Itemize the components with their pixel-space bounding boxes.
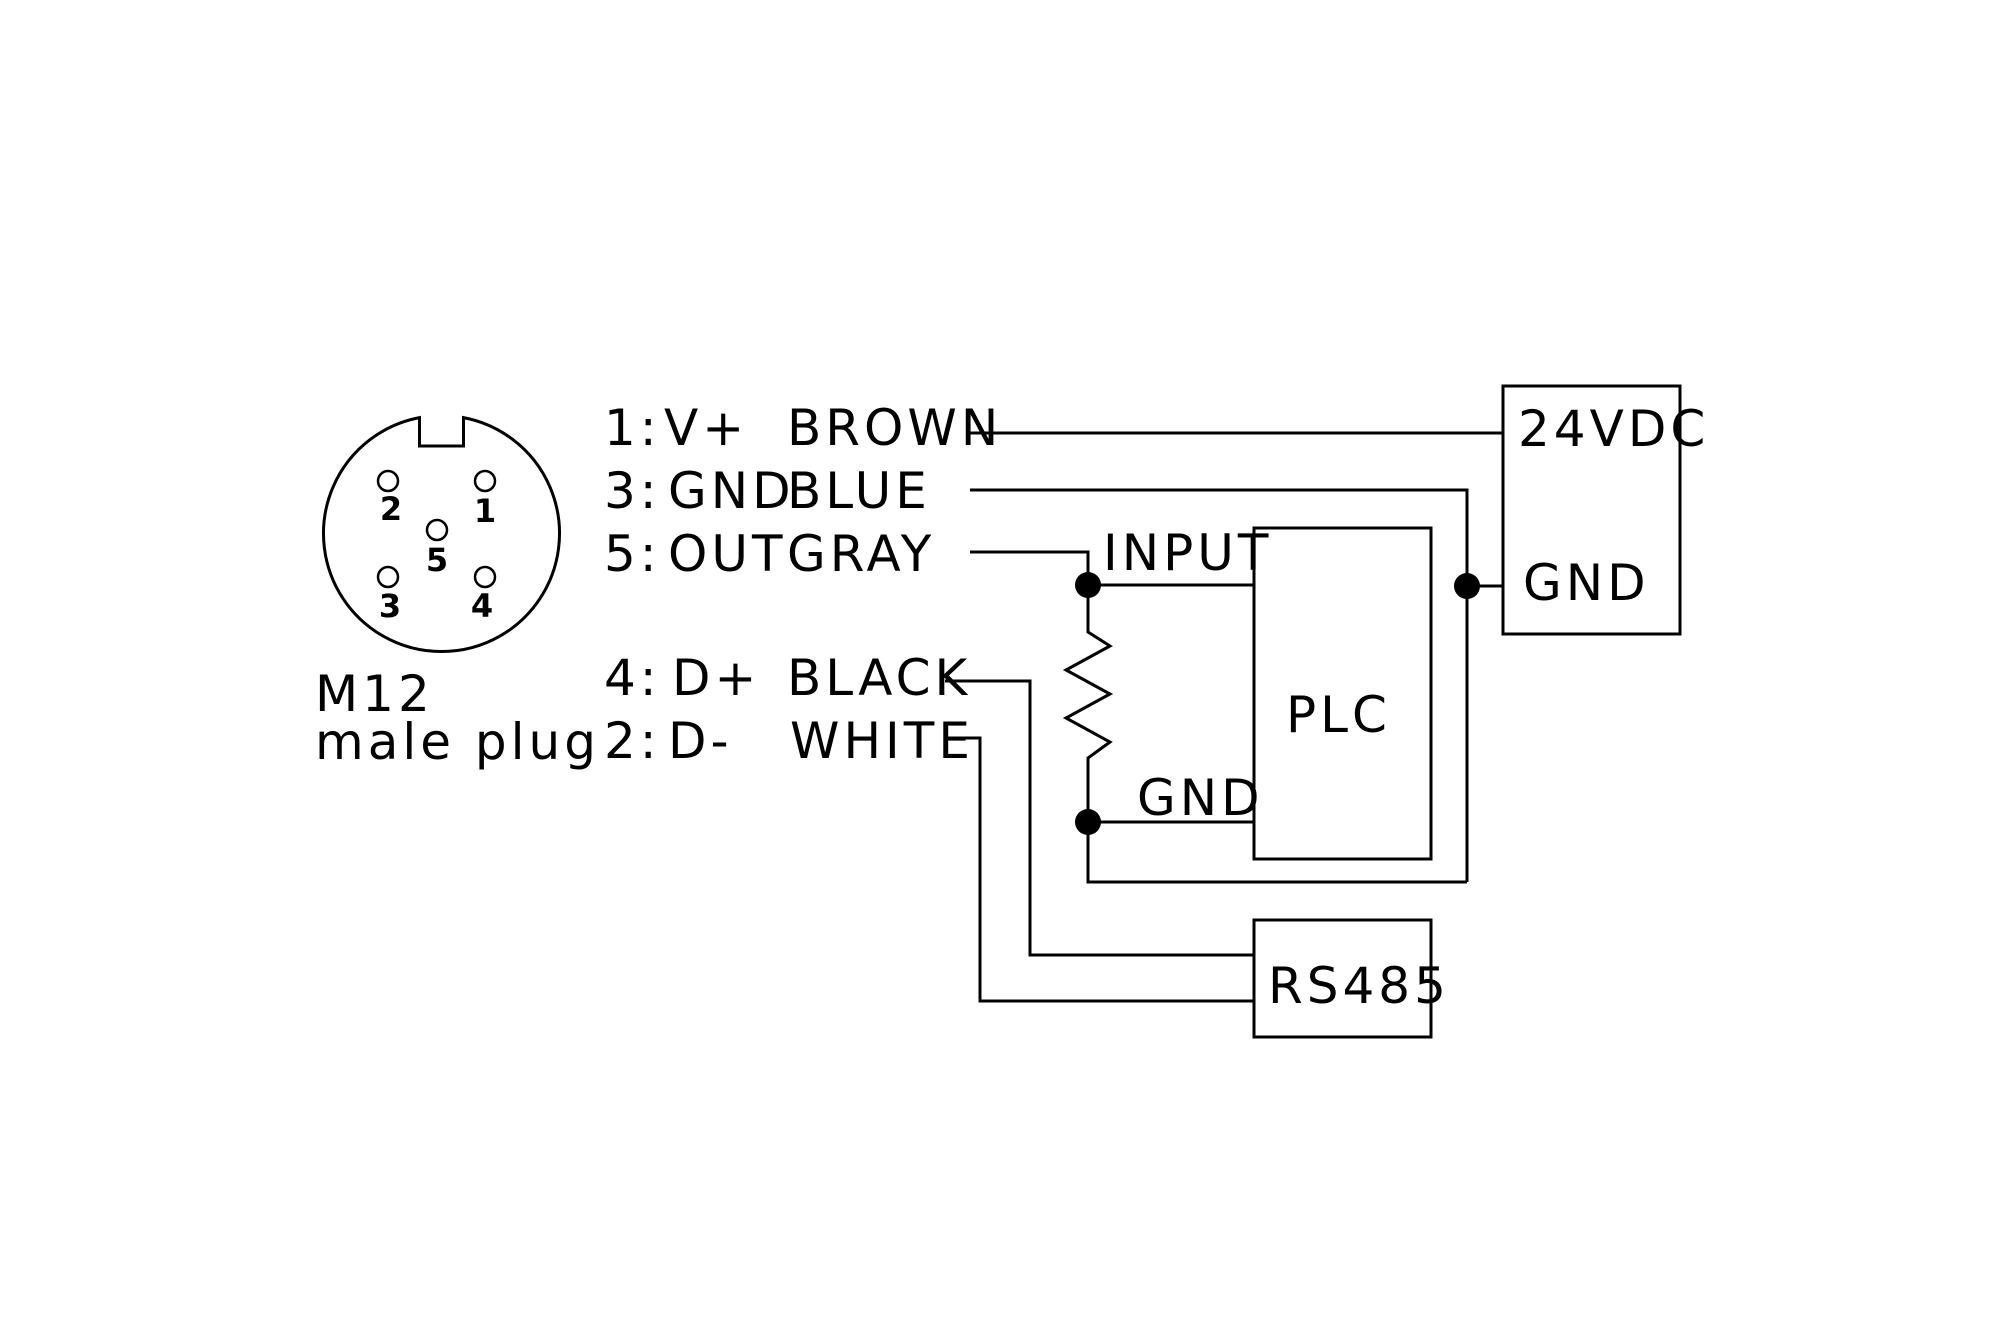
wire-gnd-return	[1086, 822, 1467, 884]
pin-3-socket	[376, 565, 400, 589]
wiring	[945, 431, 1503, 1003]
wire-1-signal: V+	[664, 399, 748, 457]
wire-5-signal: OUT	[668, 525, 787, 583]
power-supply-box	[1501, 384, 1682, 636]
connector-label-desc: male plug	[315, 713, 600, 771]
wire-gray	[970, 550, 1090, 585]
wire-3-pin: 3:	[604, 462, 661, 520]
pin-2-number: 2	[380, 490, 402, 528]
wire-black	[945, 679, 1254, 957]
plc-gnd-label: GND	[1137, 769, 1264, 827]
wire-1-color: BROWN	[787, 399, 1002, 457]
pin-5-socket	[425, 518, 449, 542]
pin-5-number: 5	[426, 541, 448, 579]
plc-block: PLC INPUT GND	[1103, 524, 1433, 861]
junction-input	[1075, 572, 1101, 598]
wire-2-pin: 2:	[604, 712, 661, 770]
power-supply-block: 24VDC GND	[1501, 384, 1709, 636]
wire-3-color: BLUE	[787, 462, 931, 520]
plc-label: PLC	[1286, 686, 1391, 744]
wire-white	[945, 736, 1254, 1003]
wire-3-signal: GND	[668, 462, 795, 520]
junction-power-gnd	[1454, 573, 1480, 599]
pin-4-socket	[473, 565, 497, 589]
wire-2-signal: D-	[668, 712, 733, 770]
pin-3-number: 3	[379, 587, 401, 625]
connector-outline	[322, 415, 561, 654]
load-resistor	[1062, 585, 1114, 822]
rs485-box	[1252, 918, 1433, 1039]
plc-box	[1252, 526, 1433, 861]
plc-input-label: INPUT	[1103, 524, 1272, 582]
wire-1-pin: 1:	[604, 399, 661, 457]
power-supply-gnd-label: GND	[1523, 554, 1650, 612]
rs485-label: RS485	[1268, 957, 1450, 1015]
wire-blue	[970, 488, 1469, 882]
rs485-block: RS485	[1252, 918, 1450, 1039]
m12-connector: 1 2 5 3 4 M12 male plug	[315, 415, 600, 771]
wire-4-color: BLACK	[787, 649, 971, 707]
junction-plc-gnd	[1075, 809, 1101, 835]
pin-1-socket	[473, 469, 497, 493]
wire-5-pin: 5:	[604, 525, 661, 583]
wire-2-color: WHITE	[790, 712, 974, 770]
wire-4-pin: 4:	[604, 649, 661, 707]
pin-1-number: 1	[474, 492, 496, 530]
wire-legend: 1: V+ BROWN 3: GND BLUE 5: OUT GRAY 4: D…	[604, 399, 1002, 770]
connector-label-type: M12	[315, 665, 434, 723]
pin-2-socket	[376, 469, 400, 493]
wire-5-color: GRAY	[787, 525, 935, 583]
pin-4-number: 4	[471, 587, 493, 625]
wire-4-signal: D+	[672, 649, 760, 707]
power-supply-label: 24VDC	[1518, 400, 1709, 458]
